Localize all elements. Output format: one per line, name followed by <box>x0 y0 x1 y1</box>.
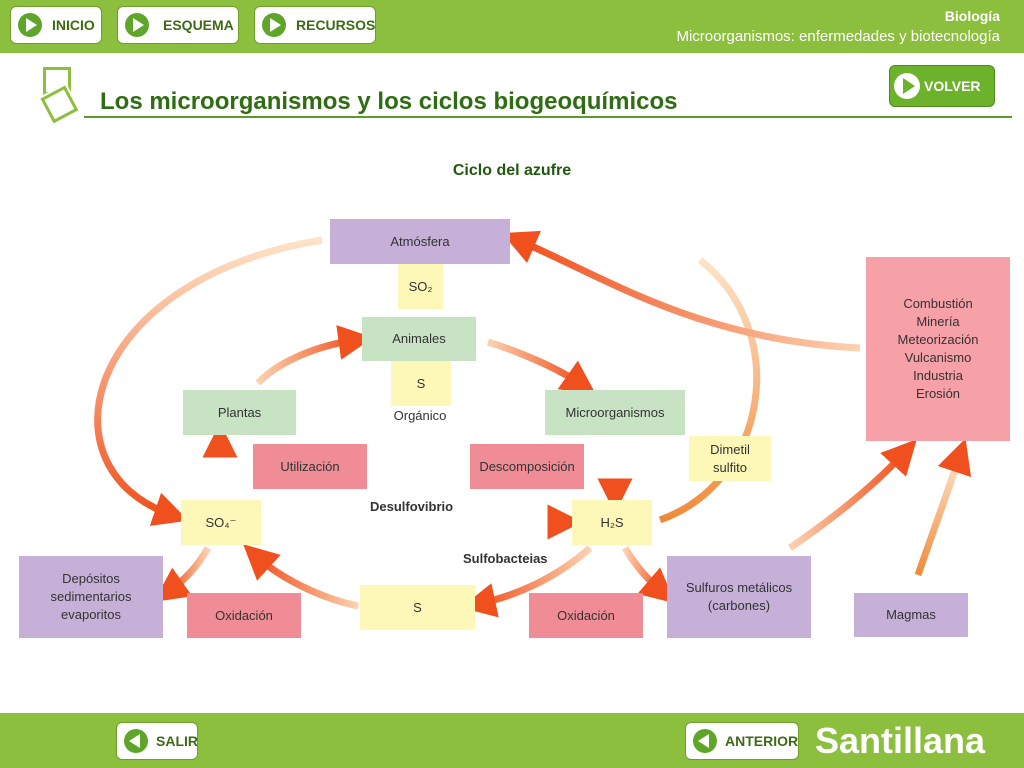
node-plants: Plantas <box>183 390 296 435</box>
arrow-plants-to-animals <box>255 325 374 386</box>
inicio-label: INICIO <box>52 17 95 33</box>
node-hydrogen-sulfide: H₂S <box>572 500 652 545</box>
organic-label: Orgánico <box>393 408 447 423</box>
arrow-hydrogen-sulfide-up <box>658 257 760 524</box>
recursos-label: RECURSOS <box>296 17 376 33</box>
desulfovibrio-label: Desulfovibrio <box>370 499 454 514</box>
node-animals: Animales <box>362 317 476 361</box>
arrow-sulfur-to-sulfate <box>243 544 359 610</box>
diagram-title: Ciclo del azufre <box>452 162 572 179</box>
node-atmosphere: Atmósfera <box>330 219 510 264</box>
play-icon <box>125 13 149 37</box>
play-icon <box>262 13 286 37</box>
node-sulfate: SO₄⁻ <box>181 500 261 545</box>
play-icon <box>894 73 920 99</box>
node-decomposition: Descomposición <box>470 444 584 489</box>
node-organic-sulfur: S <box>391 361 451 406</box>
node-oxidation-left: Oxidación <box>187 593 301 638</box>
page-title: Los microorganismos y los ciclos biogeoq… <box>100 88 678 115</box>
section-logo-icon <box>37 65 81 127</box>
volver-label: VOLVER <box>924 78 981 94</box>
salir-button[interactable]: SALIR <box>116 722 198 760</box>
inicio-button[interactable]: INICIO <box>10 6 102 44</box>
anterior-label: ANTERIOR <box>725 733 799 749</box>
recursos-button[interactable]: RECURSOS <box>254 6 376 44</box>
play-icon <box>18 13 42 37</box>
arrow-sources-to-atmosphere <box>501 230 861 352</box>
sulfobacteria-label: Sulfobacteias <box>463 551 548 566</box>
node-utilization: Utilización <box>253 444 367 489</box>
node-magma: Magmas <box>854 593 968 637</box>
node-sedimentary-deposits: Depósitos sedimentarios evaporitos <box>19 556 163 638</box>
node-sulfur-dioxide: SO₂ <box>398 264 443 309</box>
node-metal-sulfides: Sulfuros metálicos (carbones) <box>667 556 811 638</box>
node-microorganisms: Microorganismos <box>545 390 685 435</box>
publisher-logo: Santillana <box>815 720 986 761</box>
arrow-magma-to-sources <box>914 438 972 577</box>
node-dimethyl-sulfide: Dimetil sulfito <box>689 436 771 481</box>
arrow-animals-to-microorganisms <box>486 338 597 396</box>
esquema-label: ESQUEMA <box>163 17 234 33</box>
volver-button[interactable]: VOLVER <box>889 65 995 107</box>
arrow-sulfides-to-sources <box>787 439 917 551</box>
node-sulfur-sources: Combustión Minería Meteorización Vulcani… <box>866 257 1010 441</box>
node-oxidation-right: Oxidación <box>529 593 643 638</box>
back-arrow-icon <box>693 729 717 753</box>
arrow-h2s-to-sulfur <box>460 545 593 618</box>
anterior-button[interactable]: ANTERIOR <box>685 722 799 760</box>
subject-title: Biología <box>944 8 1000 24</box>
arrow-sulfate-to-deposits <box>153 546 212 603</box>
title-divider <box>84 116 1012 118</box>
node-elemental-sulfur: S <box>360 585 475 630</box>
back-arrow-icon <box>124 729 148 753</box>
arrow-h2s-to-sulfides <box>621 546 676 604</box>
esquema-button[interactable]: ESQUEMA <box>117 6 239 44</box>
salir-label: SALIR <box>156 733 198 749</box>
topic-title: Microorganismos: enfermedades y biotecno… <box>676 28 1000 45</box>
arrow-atmosphere-to-sulfate <box>94 236 323 526</box>
